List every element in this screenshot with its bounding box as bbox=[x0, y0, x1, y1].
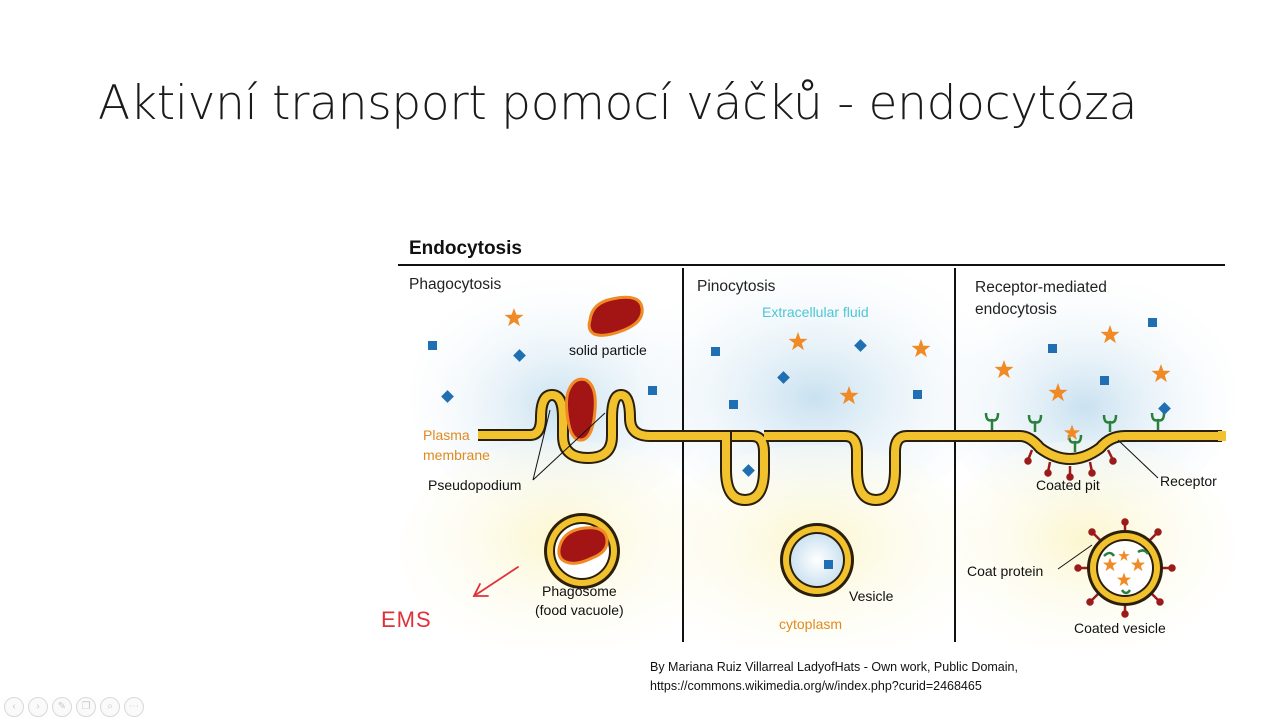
label-extracellular-fluid: Extracellular fluid bbox=[762, 304, 869, 320]
image-credit: By Mariana Ruiz Villarreal LadyofHats - … bbox=[650, 658, 1018, 696]
coat-protein-pointer bbox=[1058, 545, 1092, 569]
label-receptor: Receptor bbox=[1160, 473, 1217, 489]
slide-title: Aktivní transport pomocí váčků - endocyt… bbox=[98, 76, 1137, 131]
zoom-icon[interactable]: ⌕ bbox=[100, 697, 120, 717]
label-coated-vesicle: Coated vesicle bbox=[1074, 620, 1166, 636]
pinocytosis-vesicle bbox=[780, 523, 854, 597]
credit-line-2[interactable]: https://commons.wikimedia.org/w/index.ph… bbox=[650, 677, 1018, 696]
label-cytoplasm: cytoplasm bbox=[779, 616, 842, 632]
label-phagosome-line1: Phagosome bbox=[542, 583, 617, 599]
handwritten-annotation: EMS bbox=[372, 562, 532, 632]
label-plasma-line2: membrane bbox=[423, 447, 490, 463]
phagosome bbox=[544, 513, 620, 589]
credit-line-1: By Mariana Ruiz Villarreal LadyofHats - … bbox=[650, 658, 1018, 677]
more-icon[interactable]: ⋯ bbox=[124, 697, 144, 717]
label-pseudopodium: Pseudopodium bbox=[428, 477, 521, 493]
label-coated-pit: Coated pit bbox=[1036, 477, 1100, 493]
label-vesicle: Vesicle bbox=[849, 588, 894, 604]
receptor-pointer bbox=[1118, 440, 1158, 478]
prev-icon[interactable]: ‹ bbox=[4, 697, 24, 717]
label-plasma-line1: Plasma bbox=[423, 427, 470, 443]
slide-nav-toolbar: ‹ › ✎ ❐ ⌕ ⋯ bbox=[4, 697, 144, 717]
label-coat-protein: Coat protein bbox=[967, 563, 1043, 579]
solid-particle-top bbox=[589, 297, 642, 335]
label-solid-particle: solid particle bbox=[569, 342, 647, 358]
arrow-annotation bbox=[474, 567, 518, 596]
coated-vesicle bbox=[1076, 520, 1175, 617]
next-icon[interactable]: › bbox=[28, 697, 48, 717]
label-phagosome-line2: (food vacuole) bbox=[535, 602, 624, 618]
pen-icon[interactable]: ✎ bbox=[52, 697, 72, 717]
particle-engulfing bbox=[567, 379, 596, 440]
handwritten-text: EMS bbox=[381, 607, 432, 632]
copy-icon[interactable]: ❐ bbox=[76, 697, 96, 717]
